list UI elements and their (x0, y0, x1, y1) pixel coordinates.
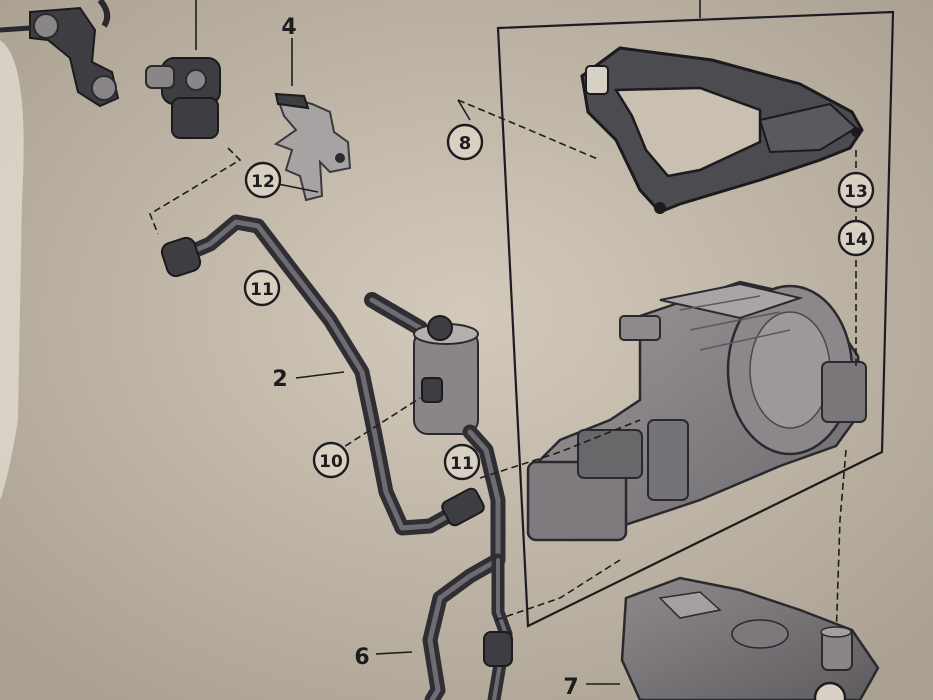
bracket-part-4 (273, 92, 352, 202)
bracket-part-8 (580, 46, 864, 214)
callout-14-text: 14 (844, 230, 868, 250)
callout-12: 12 (244, 161, 282, 199)
leader-8 (457, 99, 471, 121)
compressor-dash-upper (479, 419, 641, 479)
callout-12-text: 12 (251, 172, 275, 192)
solenoid-valve-part (145, 0, 221, 139)
callout-8: 8 (446, 123, 484, 161)
assembly-box-outline (496, 10, 895, 628)
leader-2 (295, 371, 345, 379)
bracket-8-dash (457, 99, 601, 161)
hose-part-6 (422, 424, 513, 700)
heat-shield-part-7 (620, 576, 880, 700)
callout-13-text: 13 (844, 182, 868, 202)
label-2: 2 (272, 367, 287, 392)
leader-10 (335, 397, 421, 453)
air-compressor-part (526, 280, 867, 542)
callout-11-upper: 11 (243, 269, 281, 307)
filter-part-10 (364, 292, 479, 435)
leader-6 (375, 651, 413, 655)
compressor-dash-lower (495, 559, 621, 621)
callout-13: 13 (837, 171, 875, 209)
callout-14: 14 (837, 219, 875, 257)
callout-11-lower-text: 11 (450, 454, 474, 474)
leader-12 (277, 183, 319, 193)
callout-10-text: 10 (319, 452, 343, 472)
label-6: 6 (354, 645, 369, 670)
hose-part-2 (160, 214, 485, 536)
left-edge-panel (0, 40, 24, 500)
callout-11-lower: 11 (443, 443, 481, 481)
callout-10: 10 (312, 441, 350, 479)
callout-11-upper-text: 11 (250, 280, 274, 300)
callout-partial-bottom (813, 681, 847, 700)
top-left-mount-part (0, 0, 120, 108)
label-4: 4 (281, 15, 296, 40)
label-7: 7 (563, 675, 578, 700)
shield-dash-line (835, 449, 847, 641)
callout-8-text: 8 (459, 133, 472, 154)
valve-dash-line (149, 147, 242, 235)
